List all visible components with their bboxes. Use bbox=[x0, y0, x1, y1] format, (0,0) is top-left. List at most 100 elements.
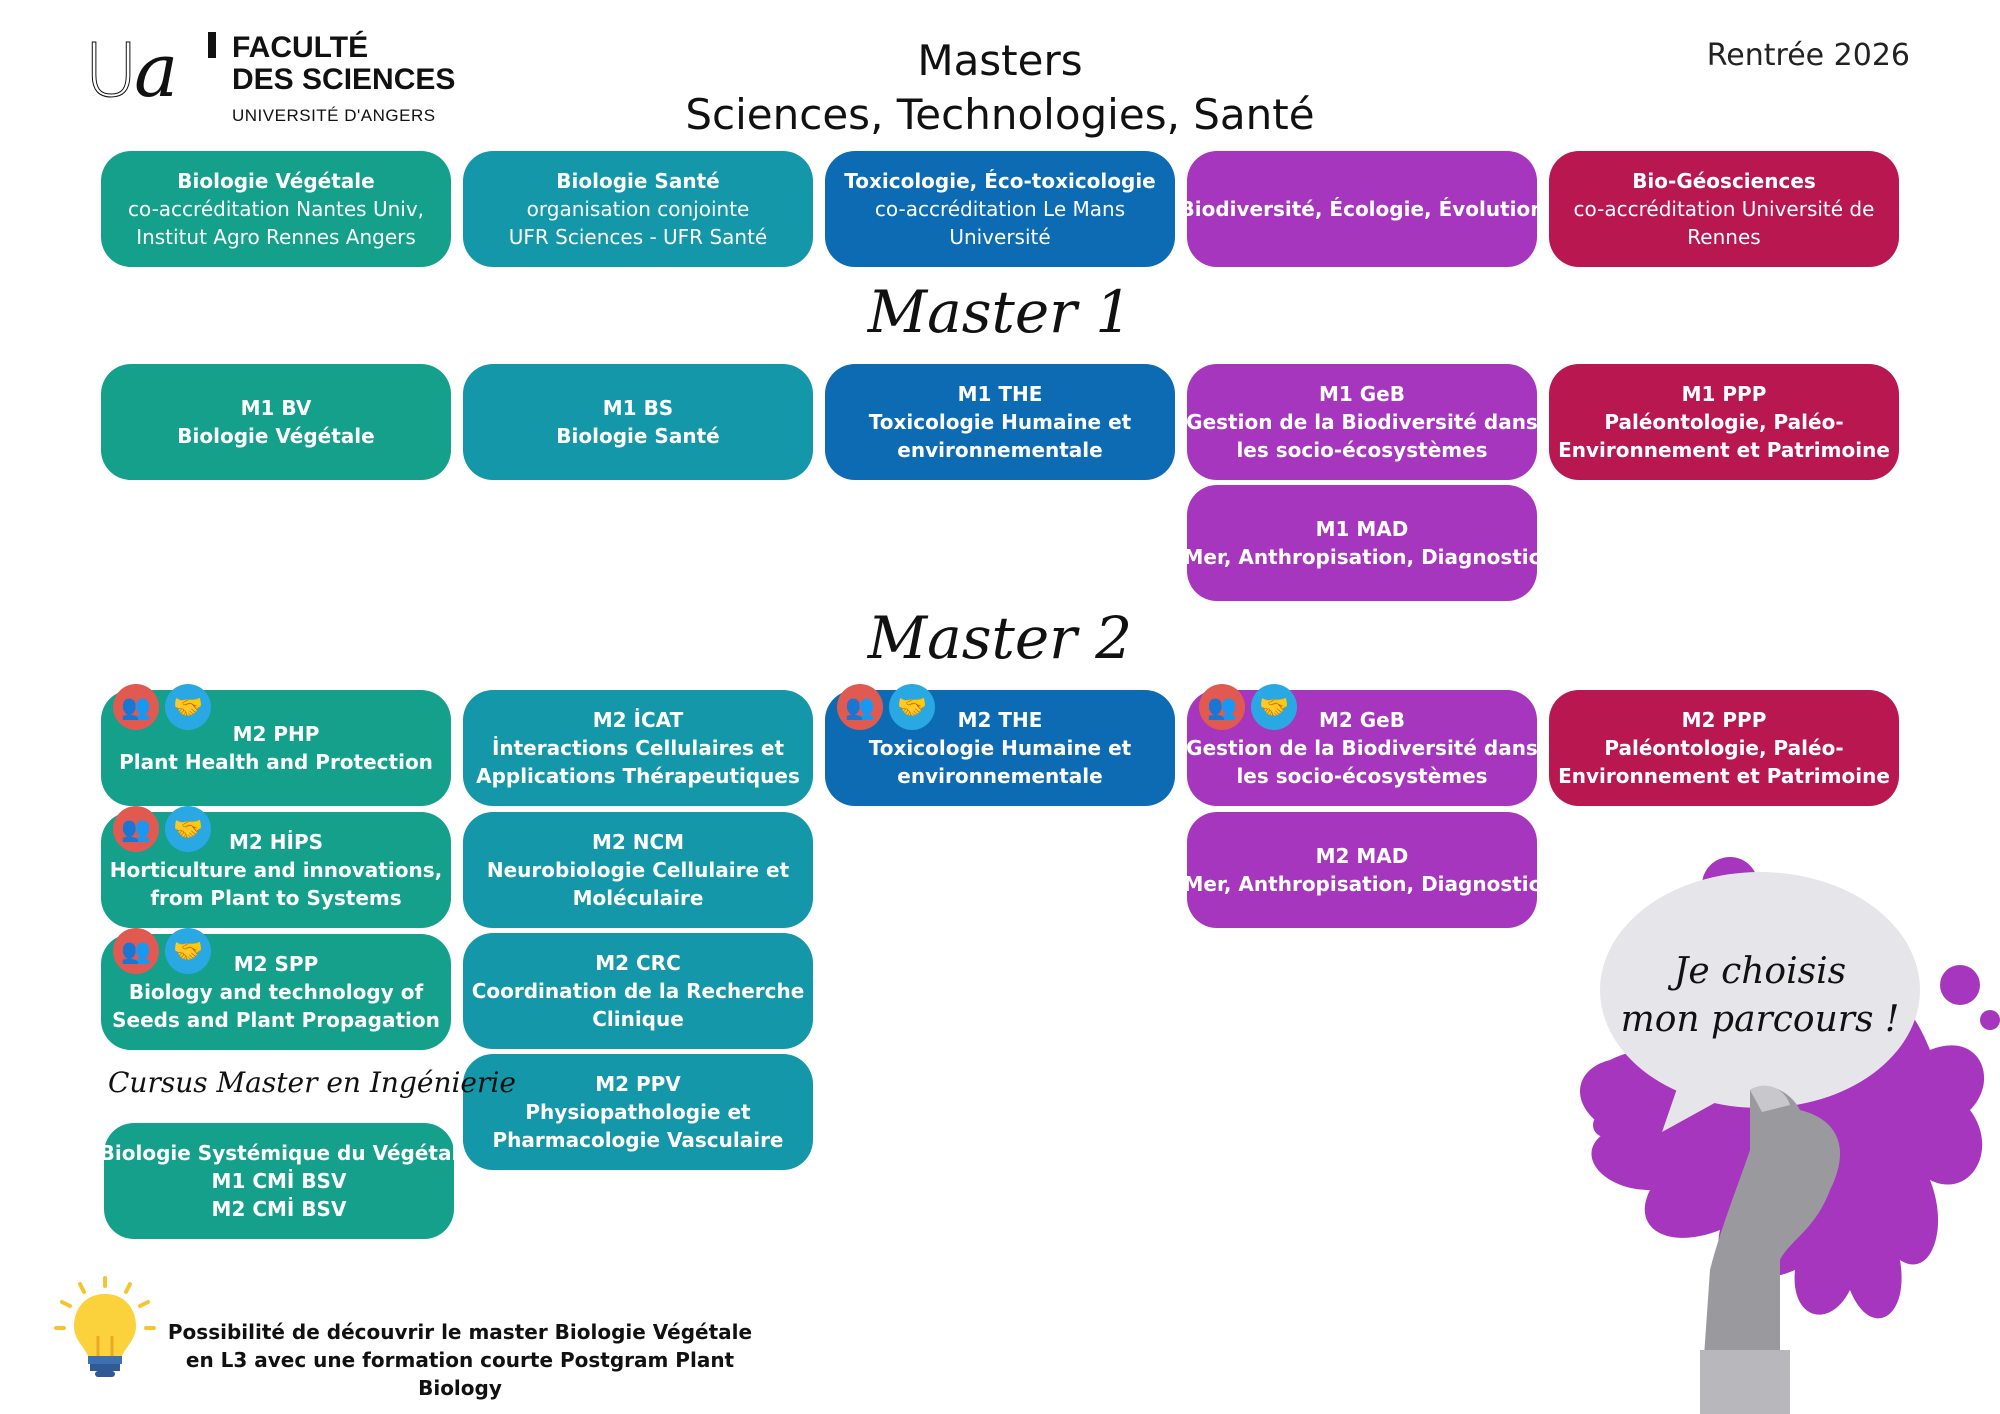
card-line: Gestion de la Biodiversité dans bbox=[1186, 410, 1538, 434]
speech-bubble-text: Je choisis mon parcours ! bbox=[1600, 948, 1920, 1044]
mention-title: Bio-Géosciences bbox=[1632, 169, 1816, 193]
mention-detail: co-accréditation Université de bbox=[1573, 197, 1875, 221]
m1-card-the[interactable]: M1 THE Toxicologie Humaine et environnem… bbox=[825, 364, 1175, 480]
card-line: Applications Thérapeutiques bbox=[476, 764, 800, 788]
m2-card-the[interactable]: 👥 🤝 M2 THE Toxicologie Humaine et enviro… bbox=[825, 684, 1175, 806]
card-line: M1 MAD bbox=[1315, 517, 1409, 541]
card-line: Coordination de la Recherche bbox=[471, 979, 805, 1003]
logo-accent bbox=[208, 32, 216, 58]
card-line: M2 MAD bbox=[1315, 844, 1409, 868]
card-line: M1 GeB bbox=[1318, 382, 1405, 406]
bubble-line2: mon parcours ! bbox=[1620, 999, 1900, 1040]
m2-card-hips[interactable]: 👥 🤝 M2 HİPS Horticulture and innovations… bbox=[101, 806, 451, 928]
card-line: environnementale bbox=[897, 764, 1103, 788]
card-line: M2 CRC bbox=[595, 951, 681, 975]
m2-card-ppp[interactable]: M2 PPP Paléontologie, Paléo- Environneme… bbox=[1549, 690, 1899, 806]
card-line: M2 İCAT bbox=[592, 708, 684, 732]
mention-title: Biologie Végétale bbox=[177, 169, 375, 193]
m1-card-geb[interactable]: M1 GeB Gestion de la Biodiversité dans l… bbox=[1186, 364, 1538, 480]
mention-title: Biologie Santé bbox=[556, 169, 720, 193]
apprentissage-badge-icon: 👥 bbox=[113, 806, 159, 852]
m2-card-geb[interactable]: 👥 🤝 M2 GeB Gestion de la Biodiversité da… bbox=[1186, 684, 1538, 806]
m1-card-bv[interactable]: M1 BV Biologie Végétale bbox=[101, 364, 451, 480]
card-line: Environnement et Patrimoine bbox=[1558, 764, 1890, 788]
postgram-note: Possibilité de découvrir le master Biolo… bbox=[160, 1318, 760, 1402]
m2-card-spp[interactable]: 👥 🤝 M2 SPP Biology and technology of See… bbox=[101, 928, 451, 1050]
page-title-line2: Sciences, Technologies, Santé bbox=[685, 90, 1315, 139]
cmi-card-bsv[interactable]: Biologie Systémique du Végétal M1 CMİ BS… bbox=[100, 1123, 458, 1239]
mention-title: Toxicologie, Éco-toxicologie bbox=[844, 169, 1156, 193]
apprentissage-badge-icon: 👥 bbox=[113, 684, 159, 730]
speech-bubble bbox=[1600, 872, 1920, 1108]
card-line: Biology and technology of bbox=[128, 980, 424, 1004]
card-line: Clinique bbox=[592, 1007, 684, 1031]
card-line: Biologie Santé bbox=[556, 424, 720, 448]
m2-card-icat[interactable]: M2 İCAT İnteractions Cellulaires et Appl… bbox=[463, 690, 813, 806]
master1-heading: Master 1 bbox=[867, 278, 1133, 346]
m1-card-ppp[interactable]: M1 PPP Paléontologie, Paléo- Environneme… bbox=[1549, 364, 1899, 480]
card-line: Moléculaire bbox=[572, 886, 704, 910]
card-line: M1 BS bbox=[602, 396, 674, 420]
badge-group: 👥 🤝 bbox=[113, 806, 211, 852]
card-line: M2 SPP bbox=[233, 952, 319, 976]
m2-card-ppv[interactable]: M2 PPV Physiopathologie et Pharmacologie… bbox=[463, 1054, 813, 1170]
mention-title: Biodiversité, Écologie, Évolution bbox=[1179, 197, 1545, 221]
ua-logo-mark: Ua bbox=[83, 28, 178, 114]
faculty-logo: Ua FACULTÉ DES SCIENCES UNIVERSITÉ D'ANG… bbox=[83, 28, 464, 130]
card-line: Biologie Végétale bbox=[177, 424, 375, 448]
contrat-pro-badge-icon: 🤝 bbox=[165, 928, 211, 974]
m2-card-mad[interactable]: M2 MAD Mer, Anthropisation, Diagnostic bbox=[1183, 812, 1541, 928]
card-line: Plant Health and Protection bbox=[119, 750, 433, 774]
page-title: Masters Sciences, Technologies, Santé bbox=[0, 34, 2000, 142]
m1-card-mad[interactable]: M1 MAD Mer, Anthropisation, Diagnostic bbox=[1183, 485, 1541, 601]
card-line: M2 PPP bbox=[1681, 708, 1767, 732]
card-line: İnteractions Cellulaires et bbox=[491, 736, 785, 760]
card-line: M1 BV bbox=[240, 396, 312, 420]
card-line: environnementale bbox=[897, 438, 1103, 462]
rentree-label: Rentrée 2026 bbox=[1706, 38, 1910, 73]
mention-detail: Rennes bbox=[1687, 225, 1761, 249]
hand-icon bbox=[1700, 1085, 1840, 1414]
note-line2: en L3 avec une formation courte Postgram… bbox=[185, 1348, 735, 1400]
mention-card-toxicologie[interactable]: Toxicologie, Éco-toxicologie co-accrédit… bbox=[825, 151, 1175, 267]
master2-heading: Master 2 bbox=[867, 604, 1133, 672]
bubble-line1: Je choisis bbox=[1673, 951, 1847, 992]
note-line1: Possibilité de découvrir le master Biolo… bbox=[167, 1320, 753, 1344]
contrat-pro-badge-icon: 🤝 bbox=[1251, 684, 1297, 730]
mention-detail: Université bbox=[949, 225, 1051, 249]
mention-detail: organisation conjointe bbox=[526, 197, 750, 221]
apprentissage-badge-icon: 👥 bbox=[1199, 684, 1245, 730]
contrat-pro-badge-icon: 🤝 bbox=[165, 806, 211, 852]
mention-card-biologie-sante[interactable]: Biologie Santé organisation conjointe UF… bbox=[463, 151, 813, 267]
m2-card-php[interactable]: 👥 🤝 M2 PHP Plant Health and Protection bbox=[101, 684, 451, 806]
card-line: M2 PPV bbox=[595, 1072, 681, 1096]
mention-card-biologie-vegetale[interactable]: Biologie Végétale co-accréditation Nante… bbox=[101, 151, 451, 267]
mention-card-bio-geosciences[interactable]: Bio-Géosciences co-accréditation Univers… bbox=[1549, 151, 1899, 267]
badge-group: 👥 🤝 bbox=[113, 928, 211, 974]
card-line: Seeds and Plant Propagation bbox=[112, 1008, 440, 1032]
badge-group: 👥 🤝 bbox=[837, 684, 935, 730]
card-line: Horticulture and innovations, bbox=[109, 858, 443, 882]
m1-card-bs[interactable]: M1 BS Biologie Santé bbox=[463, 364, 813, 480]
card-line: Pharmacologie Vasculaire bbox=[492, 1128, 784, 1152]
card-line: M1 CMİ BSV bbox=[211, 1169, 347, 1193]
logo-text-line1: FACULTÉ bbox=[232, 31, 369, 64]
badge-group: 👥 🤝 bbox=[113, 684, 211, 730]
card-line: les socio-écosystèmes bbox=[1236, 764, 1488, 788]
card-line: M2 THE bbox=[957, 708, 1043, 732]
m2-card-ncm[interactable]: M2 NCM Neurobiologie Cellulaire et Moléc… bbox=[463, 812, 813, 928]
mention-detail: Institut Agro Rennes Angers bbox=[136, 225, 416, 249]
card-line: M1 THE bbox=[957, 382, 1043, 406]
card-line: Toxicologie Humaine et bbox=[868, 736, 1132, 760]
lightbulb-icon bbox=[54, 1276, 156, 1377]
card-line: Neurobiologie Cellulaire et bbox=[486, 858, 790, 882]
card-line: Biologie Systémique du Végétal bbox=[99, 1141, 459, 1165]
card-line: Gestion de la Biodiversité dans bbox=[1186, 736, 1538, 760]
card-line: Paléontologie, Paléo- bbox=[1604, 410, 1844, 434]
mention-card-biodiversite[interactable]: Biodiversité, Écologie, Évolution bbox=[1180, 151, 1545, 267]
logo-text-line3: UNIVERSITÉ D'ANGERS bbox=[232, 106, 436, 125]
card-line: Mer, Anthropisation, Diagnostic bbox=[1183, 872, 1541, 896]
card-line: M1 PPP bbox=[1681, 382, 1767, 406]
card-line: M2 NCM bbox=[591, 830, 685, 854]
m2-card-crc[interactable]: M2 CRC Coordination de la Recherche Clin… bbox=[463, 933, 813, 1049]
